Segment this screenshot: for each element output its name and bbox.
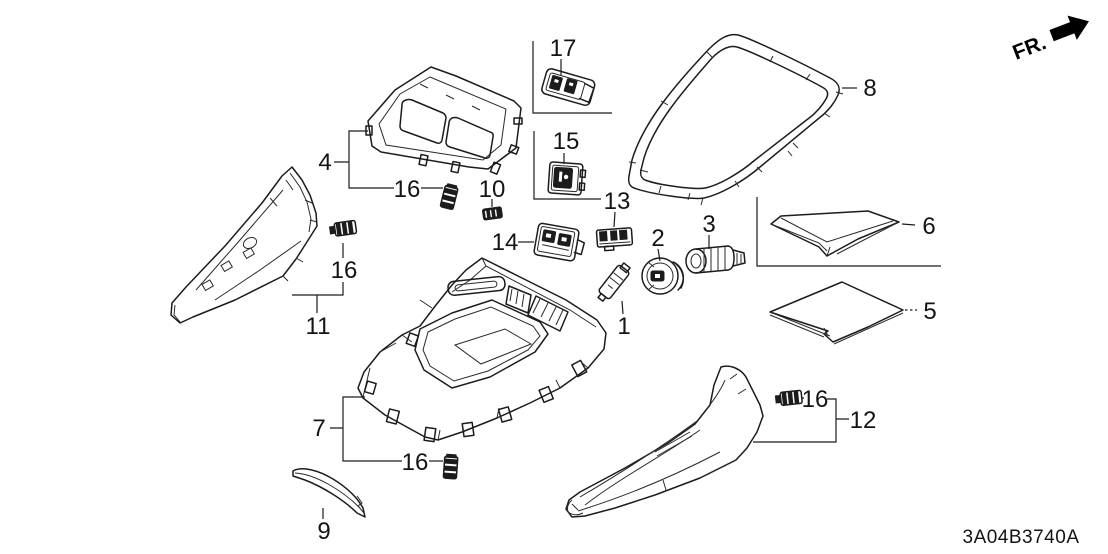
part-drawing-switch-14 bbox=[533, 222, 586, 262]
direction-marker: FR. bbox=[1010, 15, 1089, 65]
part-drawing-power-socket-3 bbox=[685, 245, 746, 274]
callout-10: 10 bbox=[479, 176, 506, 203]
callout-7-bracket bbox=[330, 396, 402, 462]
callout-16-top: 16 bbox=[394, 176, 421, 203]
part-drawing-bulb-1 bbox=[597, 262, 631, 302]
callout-1: 1 bbox=[617, 313, 630, 340]
callout-3: 3 bbox=[702, 211, 715, 238]
callout-12: 12 bbox=[850, 407, 877, 434]
diagram-code: 3A04B3740A bbox=[963, 527, 1080, 548]
part-drawing-side-panel-right bbox=[565, 365, 764, 518]
direction-label: FR. bbox=[1010, 31, 1050, 65]
part-drawing-clip-16-top bbox=[439, 182, 460, 211]
callout-16-bottom: 16 bbox=[402, 449, 429, 476]
part-drawing-switch-15 bbox=[547, 161, 587, 196]
callout-15: 15 bbox=[553, 128, 580, 155]
callout-17-bracket bbox=[532, 41, 612, 114]
part-drawing-socket-cap-2 bbox=[641, 257, 685, 295]
part-drawing-connector-13 bbox=[595, 227, 634, 252]
callout-8: 8 bbox=[863, 75, 876, 102]
part-drawing-console-body bbox=[357, 146, 607, 443]
callout-4-bracket bbox=[334, 130, 394, 189]
part-drawing-clip-10 bbox=[482, 206, 503, 221]
direction-arrow-icon bbox=[1049, 15, 1089, 42]
part-drawing-clip-16-left bbox=[328, 219, 358, 238]
mat-group-bracket bbox=[756, 197, 941, 267]
part-drawing-clip-16-bottom bbox=[442, 453, 459, 480]
callout-11-bracket bbox=[292, 282, 344, 313]
callout-6-leader bbox=[901, 223, 916, 226]
part-drawing-console-mat-front bbox=[770, 210, 900, 257]
part-drawing-console-mat-rear bbox=[769, 281, 904, 345]
part-drawing-clip-16-right bbox=[774, 389, 804, 407]
part-drawing-switch-17 bbox=[541, 68, 596, 106]
callout-11: 11 bbox=[306, 313, 331, 340]
part-drawing-side-panel-left bbox=[170, 166, 318, 324]
callout-1-leader bbox=[621, 300, 624, 315]
callout-16-right: 16 bbox=[802, 386, 829, 413]
callout-13-leader bbox=[613, 211, 616, 228]
callout-5: 5 bbox=[923, 298, 936, 325]
callout-12-bracket bbox=[753, 397, 849, 443]
part-drawing-console-front-trim bbox=[292, 468, 366, 518]
callout-9: 9 bbox=[317, 518, 330, 545]
part-drawing-shift-console-garnish bbox=[365, 66, 523, 175]
callout-2-leader bbox=[657, 248, 661, 262]
callout-17: 17 bbox=[550, 35, 577, 62]
callout-2: 2 bbox=[651, 225, 664, 252]
callout-7: 7 bbox=[312, 415, 325, 442]
callout-15-bracket bbox=[533, 131, 601, 200]
callout-6: 6 bbox=[922, 213, 935, 240]
callout-16-left: 16 bbox=[331, 257, 358, 284]
part-drawing-console-upper-frame bbox=[627, 33, 844, 206]
callout-13: 13 bbox=[604, 188, 631, 215]
callout-14: 14 bbox=[492, 229, 519, 256]
callout-4: 4 bbox=[318, 149, 331, 176]
